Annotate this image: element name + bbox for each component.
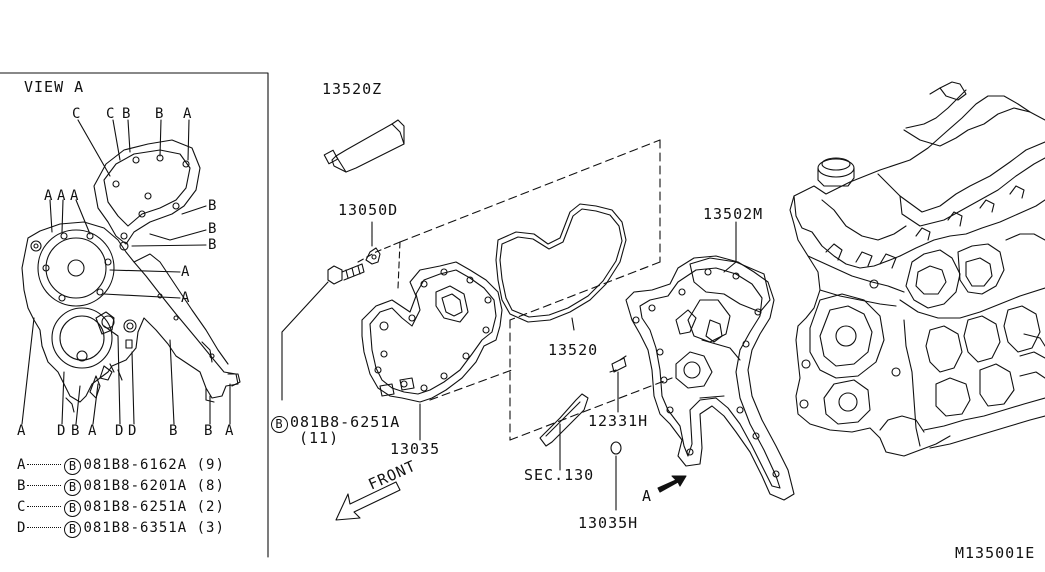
view-a-letter: B: [155, 106, 164, 122]
view-a-letter: A: [181, 290, 190, 306]
bolt-quantity: (11): [299, 429, 340, 447]
view-a-letter: D: [115, 423, 124, 439]
front-arrow: [335, 481, 401, 521]
part-label-13520: 13520: [548, 341, 599, 359]
view-a-arrow: [657, 475, 687, 493]
legend-letter: A: [17, 457, 27, 473]
view-a-letter: B: [208, 237, 217, 253]
legend-letter: B: [17, 478, 27, 494]
engine-block: [789, 81, 1045, 457]
view-a-letter: B: [71, 423, 80, 439]
bolt-mark-icon: B: [64, 500, 82, 517]
part-label-13520Z: 13520Z: [322, 80, 383, 98]
view-a-letter: D: [57, 423, 66, 439]
sec130-strip: [539, 393, 589, 447]
legend-part: 081B8-6162A: [83, 457, 188, 473]
legend-letter: C: [17, 499, 27, 515]
part-label-13035: 13035: [390, 440, 441, 458]
view-a-letter: A: [181, 264, 190, 280]
view-a-letter: B: [122, 106, 131, 122]
view-arrow-label: A: [642, 487, 653, 505]
view-a-letter: A: [17, 423, 26, 439]
bolt-mark-icon: B: [64, 521, 82, 538]
view-a-letter: A: [57, 188, 66, 204]
view-a-frame: [0, 72, 269, 558]
legend-part: 081B8-6251A: [83, 499, 188, 515]
sealant-tube-13520Z: [323, 119, 405, 173]
view-a-letter: B: [208, 198, 217, 214]
guide-lines: [399, 139, 673, 441]
part-label-sec130: SEC.130: [524, 466, 595, 484]
view-a-letter: B: [169, 423, 178, 439]
view-a-letter: B: [204, 423, 213, 439]
bolt-mark-icon: B: [64, 458, 82, 475]
view-a-letter: A: [44, 188, 53, 204]
view-a-letter: A: [183, 106, 192, 122]
part-label-13035H: 13035H: [578, 514, 639, 532]
view-a-letter: C: [106, 106, 115, 122]
legend-qty: (3): [196, 520, 225, 536]
view-a-letter: B: [208, 221, 217, 237]
pin-12331H: [609, 355, 627, 373]
view-a-leaders: [21, 119, 231, 425]
o-ring-13035H: [610, 441, 622, 455]
bolt-081B8-6251A: [327, 263, 365, 285]
view-a-title: VIEW A: [24, 78, 85, 96]
view-a-letter: A: [88, 423, 97, 439]
bolt-part-number: 081B8-6251A: [290, 413, 401, 431]
view-a-cover-outline: [21, 139, 241, 413]
part-label-12331H: 12331H: [588, 412, 649, 430]
part-label-13502M: 13502M: [703, 205, 764, 223]
legend-qty: (8): [196, 478, 225, 494]
legend-part: 081B8-6351A: [83, 520, 188, 536]
cover-13035: [361, 261, 503, 403]
view-a-letter: A: [70, 188, 79, 204]
diagram-code: M135001E: [955, 544, 1036, 562]
view-a-letter: D: [128, 423, 137, 439]
legend-qty: (2): [196, 499, 225, 515]
plug-13050D: [365, 235, 381, 265]
legend-part: 081B8-6201A: [83, 478, 188, 494]
bolt-mark-icon: B: [271, 416, 288, 433]
view-a-letter: C: [72, 106, 81, 122]
bolt-mark-icon: B: [64, 479, 82, 496]
legend-letter: D: [17, 520, 27, 536]
part-label-13050D: 13050D: [338, 201, 399, 219]
legend-qty: (9): [196, 457, 225, 473]
rear-plate-13502M: [625, 255, 795, 501]
gasket-13520: [495, 203, 627, 323]
view-a-letter: A: [225, 423, 234, 439]
